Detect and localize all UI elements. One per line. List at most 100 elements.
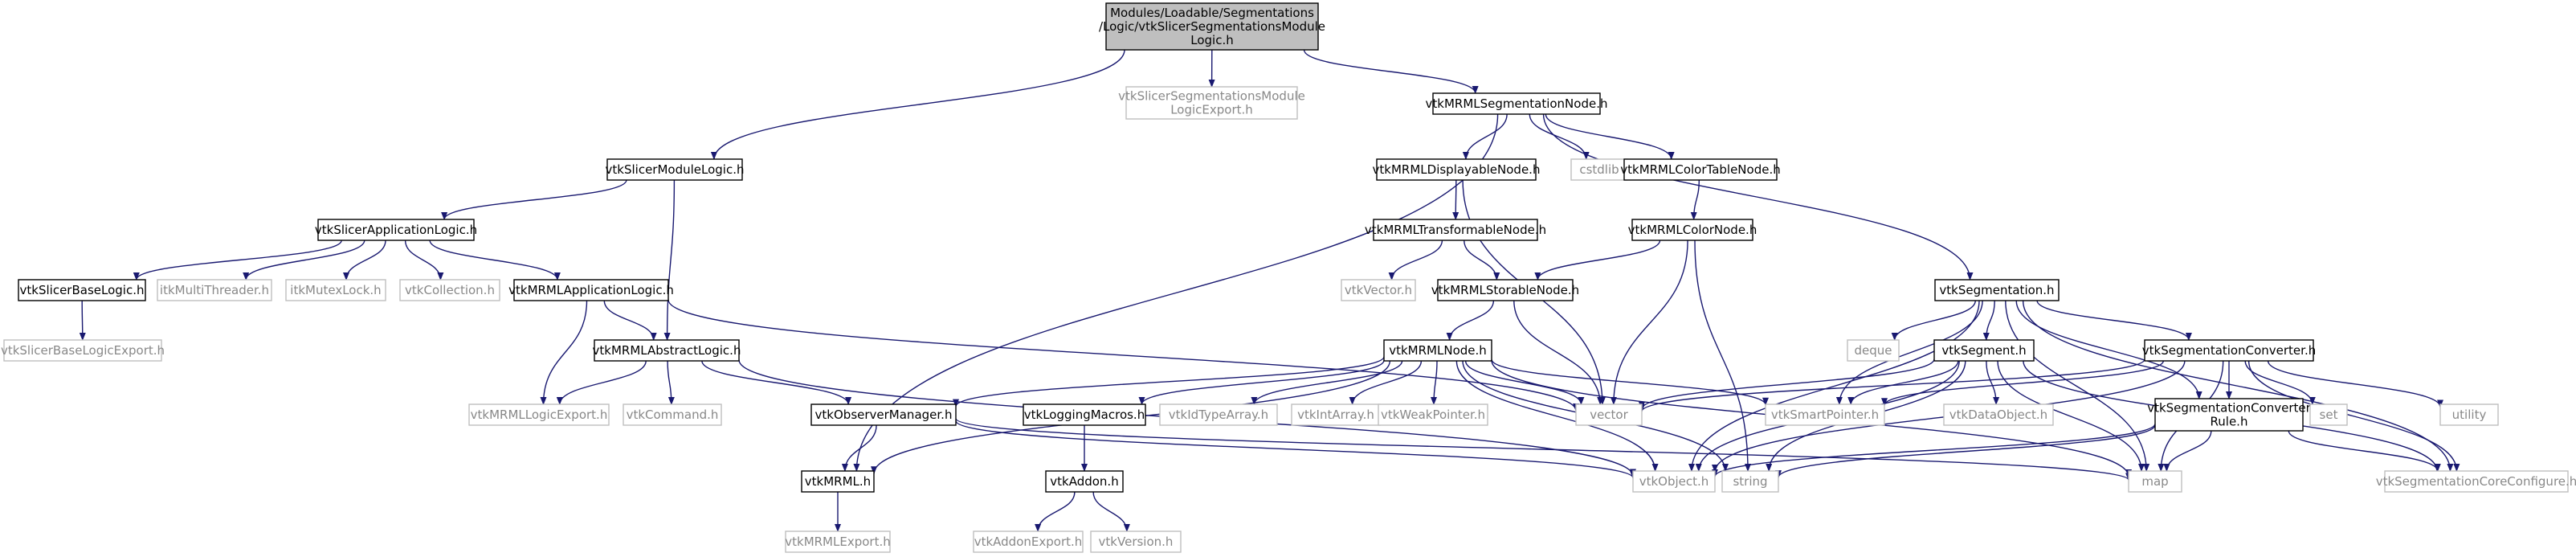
node-box: [1721, 470, 1779, 493]
edge-observer_manager-to-vtk_mrml: [841, 424, 877, 472]
node-mrml_app_logic[interactable]: vtkMRMLApplicationLogic.h: [508, 279, 674, 301]
node-observer_manager[interactable]: vtkObserverManager.h: [810, 403, 957, 426]
node-box: [18, 279, 146, 301]
node-slicer_app_logic[interactable]: vtkSlicerApplicationLogic.h: [315, 219, 477, 241]
node-box: [1437, 279, 1574, 301]
edge-mrml_app_logic-to-vector: [667, 299, 1579, 412]
node-seg_core_configure: vtkSegmentationCoreConfigure.h: [2376, 470, 2576, 493]
edge-slicer_app_logic-to-itk_mutexlock: [343, 240, 386, 281]
edge-mrml_node-to-weak_pointer: [1431, 360, 1438, 405]
node-slicer_base_logic[interactable]: vtkSlicerBaseLogic.h: [18, 279, 146, 301]
edge-mrml_transformable-to-mrml_storable: [1464, 240, 1500, 281]
node-map: map: [2128, 470, 2182, 493]
node-logging_macros[interactable]: vtkLoggingMacros.h: [1023, 403, 1146, 426]
edge-vtk_segment-to-map: [1997, 360, 2145, 472]
node-label: vtkSlicerBaseLogic.h: [20, 283, 145, 297]
node-box: [1432, 92, 1601, 115]
edge-seg_converter-to-seg_core_configure: [2247, 360, 2460, 472]
node-label: map: [2141, 474, 2168, 489]
edge-converter_rule-to-map: [2163, 430, 2212, 472]
node-box: [1943, 403, 2054, 426]
node-box: [606, 158, 743, 181]
node-mrml_node[interactable]: vtkMRMLNode.h: [1383, 339, 1492, 362]
node-label: vtkWeakPointer.h: [1381, 408, 1485, 422]
node-label: vtkMRML.h: [805, 474, 871, 489]
edge-vtk_segmentation-to-vtk_segment: [1982, 300, 1995, 341]
node-mrml_export: vtkMRMLExport.h: [785, 530, 891, 553]
node-mrml_transformable[interactable]: vtkMRMLTransformableNode.h: [1365, 219, 1546, 241]
edge-mrml_colortable-to-mrml_colornode: [1690, 179, 1700, 220]
edge-slicer_module_logic-to-slicer_app_logic: [441, 179, 627, 220]
node-mrml_storable[interactable]: vtkMRMLStorableNode.h: [1431, 279, 1579, 301]
node-itk_mutexlock: itkMutexLock.h: [285, 279, 386, 301]
edge-mrml_transformable-to-vtk_vector: [1388, 240, 1443, 281]
node-box: [1765, 403, 1885, 426]
node-box: [1631, 219, 1753, 241]
node-box: [1105, 2, 1319, 51]
node-label: LogicExport.h: [1170, 102, 1253, 117]
node-mrml_abstract_logic[interactable]: vtkMRMLAbstractLogic.h: [593, 339, 741, 362]
edge-mrml_abstract_logic-to-observer_manager: [701, 360, 852, 405]
node-itk_multithreader: itkMultiThreader.h: [157, 279, 272, 301]
node-seg_converter[interactable]: vtkSegmentationConverter.h: [2142, 339, 2316, 362]
node-mrml_displayable[interactable]: vtkMRMLDisplayableNode.h: [1373, 158, 1541, 181]
node-mrml_colornode[interactable]: vtkMRMLColorNode.h: [1628, 219, 1757, 241]
node-label: vtkMRMLStorableNode.h: [1431, 283, 1579, 297]
node-vtk_addon[interactable]: vtkAddon.h: [1045, 470, 1124, 493]
node-label: vtkMRMLApplicationLogic.h: [508, 283, 674, 297]
node-label: utility: [2452, 408, 2487, 422]
node-label: vtkSlicerModuleLogic.h: [606, 162, 745, 177]
node-vtk_segmentation[interactable]: vtkSegmentation.h: [1934, 279, 2060, 301]
node-label: cstdlib: [1579, 162, 1619, 177]
node-vector: vector: [1575, 403, 1643, 426]
edge-vtk_segmentation-to-smart_pointer: [1835, 300, 1983, 405]
node-label: /Logic/vtkSlicerSegmentationsModule: [1099, 19, 1325, 34]
node-set: set: [2309, 403, 2348, 426]
edge-seg_converter-to-utility: [2267, 360, 2443, 408]
node-label: vector: [1590, 408, 1628, 422]
edge-slicer_app_logic-to-slicer_base_logic: [133, 240, 342, 281]
edge-mrml_node-to-idtype_array: [1251, 360, 1403, 405]
node-box: [1341, 279, 1416, 301]
edge-converter_rule-to-seg_core_configure: [2288, 430, 2441, 472]
node-vtk_segment[interactable]: vtkSegment.h: [1933, 339, 2035, 362]
node-label: vtkVector.h: [1345, 283, 1412, 297]
node-box: [785, 530, 891, 553]
node-label: vtkCollection.h: [405, 283, 495, 297]
edge-vtk_addon-to-addon_export: [1035, 491, 1076, 532]
edge-mrml_storable-to-mrml_node: [1446, 300, 1495, 341]
node-label: vtkAddonExport.h: [974, 534, 1083, 549]
node-box: [2309, 403, 2348, 426]
node-box: [1623, 158, 1778, 181]
node-box: [2144, 339, 2314, 362]
edge-vtk_segment-to-data_object: [1986, 360, 2000, 405]
node-mrml_seg_node[interactable]: vtkMRMLSegmentationNode.h: [1426, 92, 1608, 115]
node-label: vtkMRMLSegmentationNode.h: [1426, 96, 1608, 111]
node-label: itkMutexLock.h: [290, 283, 381, 297]
node-idtype_array: vtkIdTypeArray.h: [1159, 403, 1278, 426]
node-box: [810, 403, 957, 426]
edge-mrml_seg_node-to-mrml_displayable: [1462, 113, 1508, 160]
node-label: vtkSlicerSegmentationsModule: [1118, 88, 1305, 103]
node-deque: deque: [1847, 339, 1900, 362]
node-label: vtkCommand.h: [627, 408, 719, 422]
node-data_object: vtkDataObject.h: [1943, 403, 2054, 426]
node-mrml_colortable[interactable]: vtkMRMLColorTableNode.h: [1620, 158, 1781, 181]
edge-observer_manager-to-map: [955, 418, 2132, 481]
node-root[interactable]: Modules/Loadable/Segmentations/Logic/vtk…: [1099, 2, 1325, 51]
edge-root-to-mrml_seg_node: [1303, 49, 1479, 94]
edge-mrml_seg_node-to-cstdlib: [1529, 113, 1590, 160]
node-mrml_logic_export: vtkMRMLLogicExport.h: [468, 403, 610, 426]
node-label: vtkSegmentationCoreConfigure.h: [2376, 474, 2576, 489]
node-vtk_mrml[interactable]: vtkMRML.h: [801, 470, 875, 493]
edge-vtk_addon-to-vtk_version: [1092, 491, 1130, 532]
node-vtk_vector: vtkVector.h: [1341, 279, 1416, 301]
node-box: [1378, 403, 1488, 426]
node-label: vtkLoggingMacros.h: [1024, 408, 1145, 422]
node-box: [513, 279, 669, 301]
node-label: vtkSlicerApplicationLogic.h: [315, 223, 477, 237]
node-slicer_module_logic[interactable]: vtkSlicerModuleLogic.h: [606, 158, 745, 181]
edge-mrml_abstract_logic-to-mrml_logic_export: [556, 360, 647, 405]
node-cstdlib: cstdlib: [1570, 158, 1628, 181]
